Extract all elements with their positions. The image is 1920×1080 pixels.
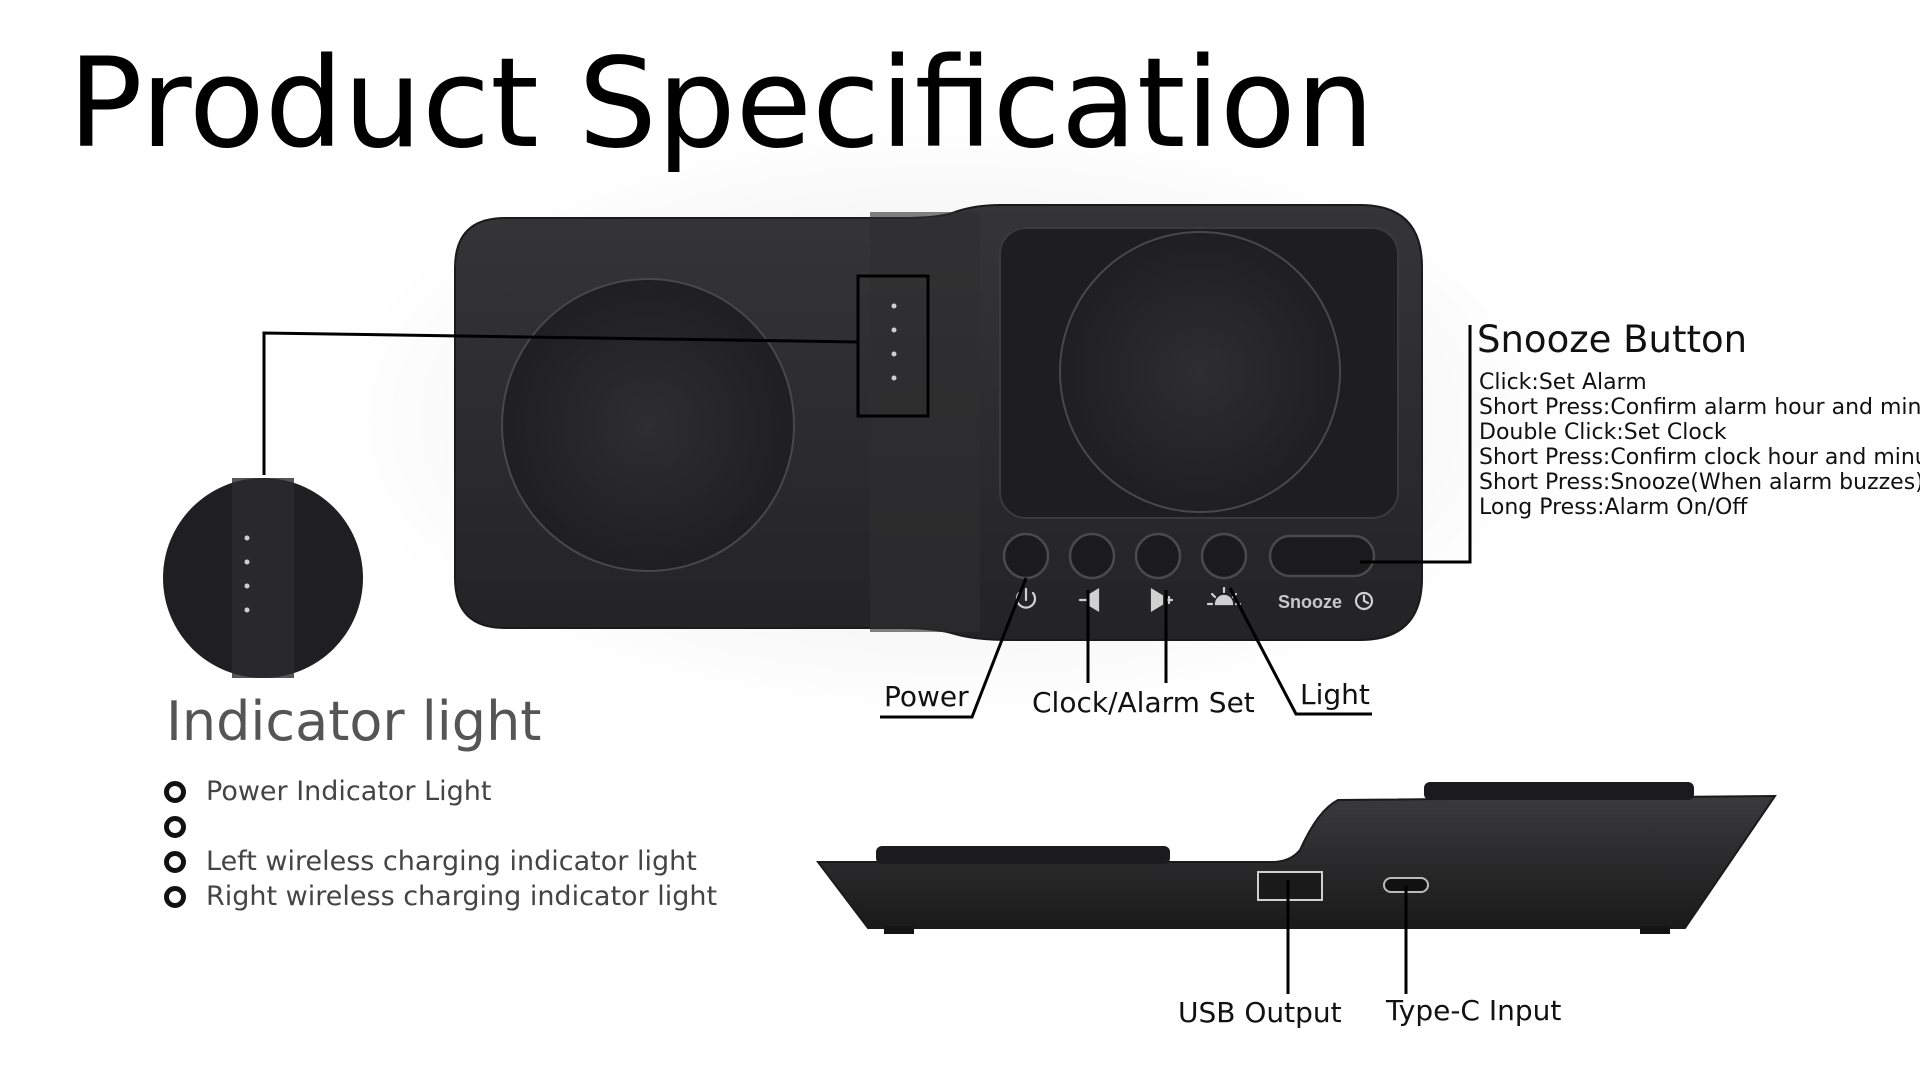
snooze-button-label: Snooze bbox=[1278, 592, 1342, 612]
right-charging-pad bbox=[1059, 231, 1341, 513]
light-button[interactable] bbox=[1200, 532, 1248, 580]
indicator-highlight-box bbox=[856, 274, 930, 418]
list-item: Right wireless charging indicator light bbox=[164, 879, 717, 914]
ring-bullet-icon bbox=[164, 850, 186, 873]
device-side-view bbox=[815, 782, 1777, 934]
snooze-button-title: Snooze Button bbox=[1477, 318, 1748, 361]
list-item: Left wireless charging indicator light bbox=[164, 844, 717, 879]
snooze-button[interactable] bbox=[1268, 534, 1376, 578]
power-label: Power bbox=[884, 680, 969, 713]
usb-port bbox=[1257, 871, 1323, 901]
usb-output-label: USB Output bbox=[1178, 996, 1342, 1029]
list-item: Power Indicator Light bbox=[164, 774, 717, 809]
clock-alarm-up-button[interactable] bbox=[1134, 532, 1182, 580]
clock-alarm-down-button[interactable] bbox=[1068, 532, 1116, 580]
power-button[interactable] bbox=[1002, 532, 1050, 580]
snooze-spec-list: Click:Set Alarm Short Press:Confirm alar… bbox=[1479, 370, 1920, 520]
ring-bullet-icon bbox=[164, 885, 186, 908]
list-item bbox=[164, 809, 717, 844]
indicator-light-title: Indicator light bbox=[166, 690, 542, 753]
type-c-input-label: Type-C Input bbox=[1386, 994, 1562, 1027]
list-item: Short Press:Confirm clock hour and minut… bbox=[1479, 445, 1920, 470]
list-item: Double Click:Set Clock bbox=[1479, 420, 1727, 445]
left-charging-pad bbox=[501, 278, 795, 572]
list-item: Click:Set Alarm bbox=[1479, 370, 1647, 395]
light-label: Light bbox=[1300, 678, 1370, 711]
callout-lines bbox=[262, 325, 1472, 719]
alarm-clock-icon bbox=[1354, 591, 1374, 611]
port-callout-lines bbox=[1286, 880, 1408, 994]
ring-bullet-icon bbox=[164, 815, 186, 838]
clock-alarm-set-label: Clock/Alarm Set bbox=[1032, 686, 1255, 719]
list-item: Long Press:Alarm On/Off bbox=[1479, 495, 1748, 520]
volume-up-icon bbox=[1150, 588, 1174, 612]
indicator-zoom bbox=[163, 478, 363, 678]
device-top-view: Snooze bbox=[454, 204, 1423, 641]
list-item: Short Press:Snooze(When alarm buzzes) bbox=[1479, 470, 1920, 495]
ring-bullet-icon bbox=[164, 780, 186, 803]
indicator-light-list: Power Indicator Light Left wireless char… bbox=[164, 774, 717, 914]
indicator-dots bbox=[891, 303, 897, 381]
list-item: Short Press:Confirm alarm hour and minut… bbox=[1479, 395, 1920, 420]
